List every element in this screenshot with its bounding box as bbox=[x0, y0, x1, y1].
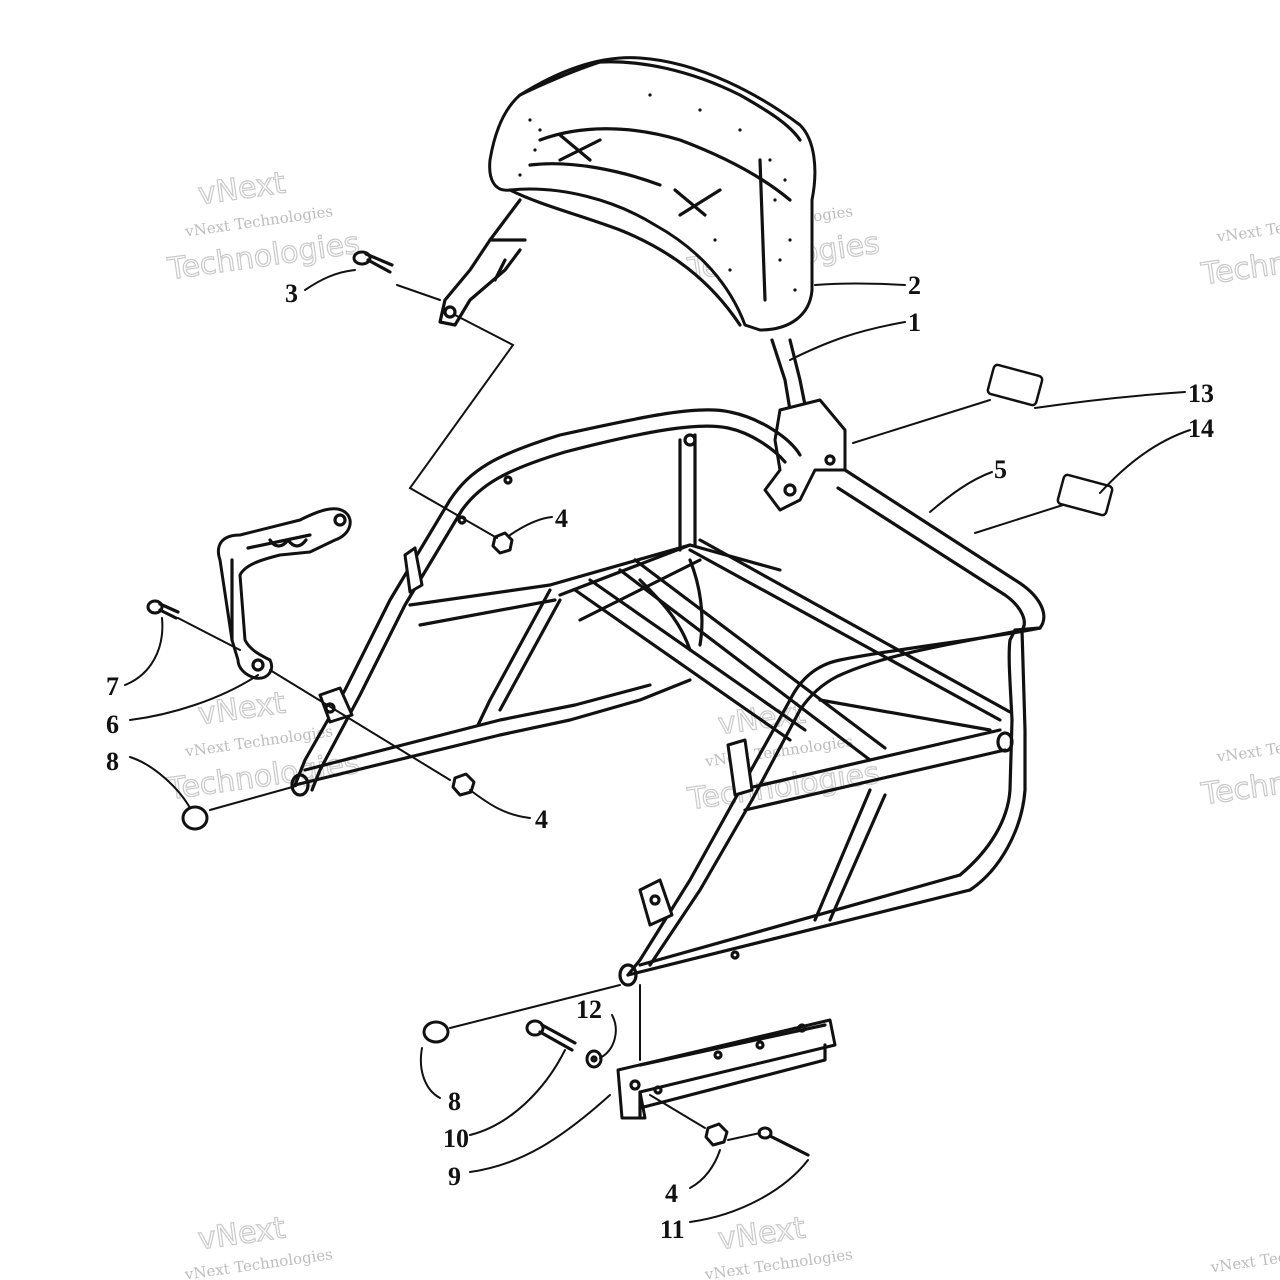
bolt-10 bbox=[525, 1019, 577, 1052]
watermark-text: vNext Technologies bbox=[1215, 207, 1280, 246]
leader-lines bbox=[124, 269, 1191, 1223]
end-cap-8-left bbox=[181, 805, 209, 831]
watermark-bottom-right: vNext Technologies bbox=[1209, 1238, 1280, 1277]
nut-4-middle bbox=[451, 772, 476, 797]
callout-14: 14 bbox=[1188, 414, 1214, 443]
watermark-mid-right: vNext Technologies Technologies bbox=[1198, 727, 1280, 813]
callout-13: 13 bbox=[1188, 379, 1214, 408]
backrest-pad bbox=[488, 56, 817, 332]
watermark-bottom-left: vNext vNext Technologies bbox=[183, 1210, 334, 1280]
callout-1: 1 bbox=[908, 308, 921, 337]
nut-4-lower bbox=[704, 1122, 729, 1147]
bolt-3 bbox=[352, 250, 394, 274]
watermark-top-left: vNext vNext Technologies Technologies bbox=[164, 165, 362, 288]
callout-8-lower: 8 bbox=[448, 1087, 461, 1116]
washer-12 bbox=[585, 1049, 603, 1069]
assembly-lines bbox=[177, 284, 1064, 1141]
end-cap-8-lower bbox=[422, 1020, 450, 1044]
backrest-support bbox=[438, 198, 847, 512]
watermark-top-right: vNext Technologies Technologies bbox=[1198, 207, 1280, 293]
mounting-plate-9 bbox=[616, 1018, 837, 1120]
callout-11: 11 bbox=[660, 1215, 685, 1244]
callout-4-lower: 4 bbox=[665, 1179, 678, 1208]
pin-11 bbox=[757, 1126, 810, 1157]
callout-8-left: 8 bbox=[106, 747, 119, 776]
watermark-vnext: vNext bbox=[196, 685, 288, 732]
watermark-vnext: vNext bbox=[196, 1210, 288, 1257]
callout-7: 7 bbox=[106, 672, 119, 701]
callout-labels: 1 2 3 4 4 4 5 6 7 8 8 9 10 11 12 13 14 bbox=[106, 271, 1214, 1244]
watermark-text: vNext Technologies bbox=[1215, 727, 1280, 766]
watermark-vnext: vNext bbox=[716, 1210, 808, 1257]
bolt-7 bbox=[146, 599, 180, 620]
callout-6: 6 bbox=[106, 710, 119, 739]
callout-5: 5 bbox=[994, 455, 1007, 484]
watermark-group: vNext vNext Technologies Technologies vN… bbox=[164, 165, 1280, 1280]
watermark-text: vNext Technologies bbox=[1209, 1238, 1280, 1277]
pad-13 bbox=[986, 363, 1044, 407]
callout-4-upper: 4 bbox=[555, 504, 568, 533]
callout-10: 10 bbox=[443, 1124, 469, 1153]
grab-handle bbox=[216, 507, 352, 680]
callout-9: 9 bbox=[448, 1162, 461, 1191]
pad-stipple bbox=[518, 93, 797, 292]
watermark-vnext: vNext bbox=[196, 165, 288, 212]
callout-3: 3 bbox=[285, 279, 298, 308]
callout-12: 12 bbox=[576, 995, 602, 1024]
callout-4-middle: 4 bbox=[535, 805, 548, 834]
seat-back-frame bbox=[290, 408, 1046, 987]
callout-2: 2 bbox=[908, 271, 921, 300]
pad-14 bbox=[1056, 473, 1114, 517]
nut-4-upper bbox=[491, 531, 514, 555]
